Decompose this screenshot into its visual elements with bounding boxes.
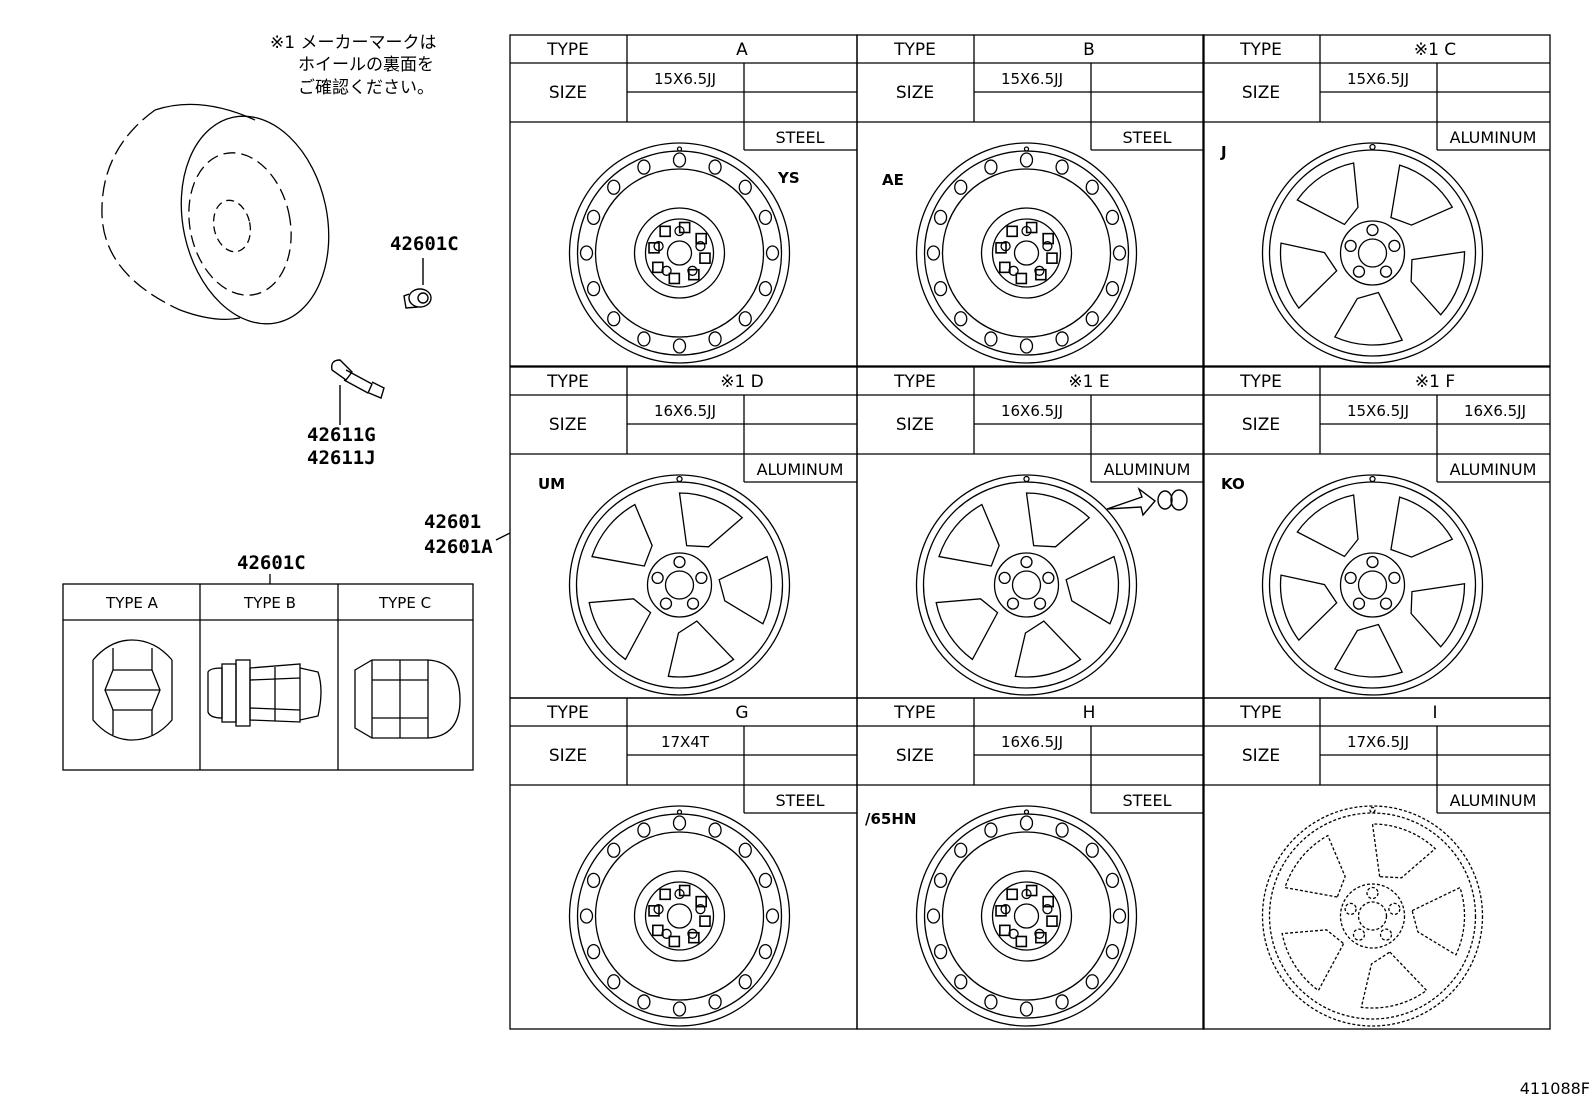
maker-mark: UM — [538, 475, 565, 493]
note-line-2: ホイールの裏面を — [298, 54, 434, 75]
hub-nut-icon — [403, 258, 432, 309]
part-number-valve-2: 42611J — [307, 447, 376, 469]
size-label: SIZE — [1242, 415, 1280, 435]
wheel-material: ALUMINUM — [1450, 128, 1537, 147]
type-label: TYPE — [893, 703, 936, 723]
wheel-type-value: ※1 C — [1414, 40, 1456, 60]
alloy-wheel-drawing — [1261, 805, 1484, 1027]
wheel-type-value: H — [1083, 703, 1096, 723]
wheel-cell-3: TYPE SIZE ※1 C 15X6.5JJ ALUMINUM J — [1202, 34, 1551, 367]
wheel-type-value: I — [1432, 703, 1437, 723]
wheel-size-value: 16X6.5JJ — [654, 402, 716, 420]
part-number-wheel-1: 42601 — [424, 511, 481, 533]
wheel-cell-7: TYPE SIZE G 17X4T STEEL — [509, 697, 858, 1030]
nut-type-a-header: TYPE A — [105, 594, 159, 612]
nut-type-c-header: TYPE C — [378, 594, 431, 612]
wheel-size-value-2: 16X6.5JJ — [1464, 402, 1526, 420]
nut-type-table: TYPE A TYPE B TYPE C — [62, 583, 474, 771]
wheel-size-value: 17X6.5JJ — [1347, 733, 1409, 751]
wheel-material: STEEL — [1122, 791, 1171, 810]
note-line-1: ※1 メーカーマークは — [270, 33, 436, 53]
wheel-material: STEEL — [775, 791, 824, 810]
note-line-3: ご確認ください。 — [298, 78, 434, 98]
part-number-valve-1: 42611G — [307, 424, 376, 446]
wheel-material: STEEL — [775, 128, 824, 147]
wheel-size-value: 17X4T — [661, 733, 710, 751]
wheel-type-value: ※1 F — [1415, 372, 1455, 392]
wheel-material: ALUMINUM — [757, 460, 844, 479]
wheel-type-value: ※1 E — [1068, 372, 1109, 392]
maker-mark-note: ※1 メーカーマークは ホイールの裏面を ご確認ください。 — [270, 33, 436, 98]
type-label: TYPE — [546, 40, 589, 60]
steel-wheel-drawing — [568, 805, 791, 1027]
wheel-cell-1: TYPE SIZE A 15X6.5JJ STEEL YS — [509, 34, 858, 367]
size-label: SIZE — [1242, 83, 1280, 103]
size-label: SIZE — [896, 415, 934, 435]
alloy-wheel-drawing — [1261, 142, 1484, 364]
steel-wheel-drawing — [915, 142, 1138, 364]
alloy-wheel-drawing — [915, 474, 1138, 696]
wheel-size-value: 15X6.5JJ — [654, 70, 716, 88]
maker-mark: /65HN — [865, 810, 916, 828]
steel-wheel-drawing — [568, 142, 791, 364]
maker-mark: KO — [1221, 475, 1245, 493]
maker-mark: YS — [777, 169, 800, 187]
wheel-material: ALUMINUM — [1104, 460, 1191, 479]
part-number-wheel-2: 42601A — [424, 536, 493, 558]
wheel-type-value: G — [735, 703, 748, 723]
valve-cap-arrow — [1106, 487, 1188, 517]
size-label: SIZE — [1242, 746, 1280, 766]
wheel-type-value: B — [1083, 40, 1095, 60]
steel-wheel-drawing — [915, 805, 1138, 1027]
type-label: TYPE — [893, 372, 936, 392]
size-label: SIZE — [549, 415, 587, 435]
nut-type-b-header: TYPE B — [243, 594, 296, 612]
drawing-code: 411088F — [1520, 1079, 1590, 1098]
nut-type-c-drawing — [354, 659, 461, 739]
wheel-material: STEEL — [1122, 128, 1171, 147]
size-label: SIZE — [896, 83, 934, 103]
maker-mark: AE — [882, 171, 904, 189]
nut-table-title: 42601C — [237, 552, 306, 574]
wheel-material: ALUMINUM — [1450, 460, 1537, 479]
type-label: TYPE — [546, 372, 589, 392]
part-number-nut: 42601C — [390, 233, 459, 255]
nut-type-a-drawing — [92, 639, 173, 741]
wheel-size-value: 16X6.5JJ — [1001, 733, 1063, 751]
type-label: TYPE — [546, 703, 589, 723]
wheel-size-value: 16X6.5JJ — [1001, 402, 1063, 420]
valve-stem-icon — [330, 359, 385, 425]
wheel-cell-2: TYPE SIZE B 15X6.5JJ STEEL AE — [856, 34, 1205, 367]
wheel-cell-8: TYPE SIZE H 16X6.5JJ STEEL/65HN — [856, 697, 1205, 1030]
wheel-outline-drawing — [101, 103, 330, 325]
wheel-type-value: ※1 D — [720, 372, 764, 392]
size-label: SIZE — [549, 83, 587, 103]
wheel-size-value: 15X6.5JJ — [1347, 402, 1409, 420]
wheel-cell-6: TYPE SIZE ※1 F 15X6.5JJ 16X6.5JJ ALUMINUM KO — [1202, 366, 1551, 699]
part-number-labels: 42601C 42611G 42611J 42601 42601A 42601C — [237, 233, 493, 574]
type-label: TYPE — [1239, 372, 1282, 392]
type-label: TYPE — [893, 40, 936, 60]
alloy-wheel-drawing — [568, 474, 791, 696]
maker-mark: J — [1220, 143, 1227, 161]
wheel-grid: TYPE SIZE A 15X6.5JJ STEEL YS TYPE SIZE B 15X6.5J… — [509, 34, 1551, 1030]
wheel-type-value: A — [736, 40, 748, 60]
type-label: TYPE — [1239, 40, 1282, 60]
wheel-cell-9: TYPE SIZE I 17X6.5JJ ALUMINUM — [1202, 697, 1551, 1030]
size-label: SIZE — [896, 746, 934, 766]
alloy-wheel-drawing — [1261, 474, 1484, 696]
wheel-cell-5: TYPE SIZE ※1 E 16X6.5JJ ALUMINUM — [856, 366, 1205, 699]
wheel-material: ALUMINUM — [1450, 791, 1537, 810]
nut-type-b-drawing — [207, 659, 322, 727]
wheel-size-value: 15X6.5JJ — [1001, 70, 1063, 88]
wheel-size-value: 15X6.5JJ — [1347, 70, 1409, 88]
size-label: SIZE — [549, 746, 587, 766]
type-label: TYPE — [1239, 703, 1282, 723]
